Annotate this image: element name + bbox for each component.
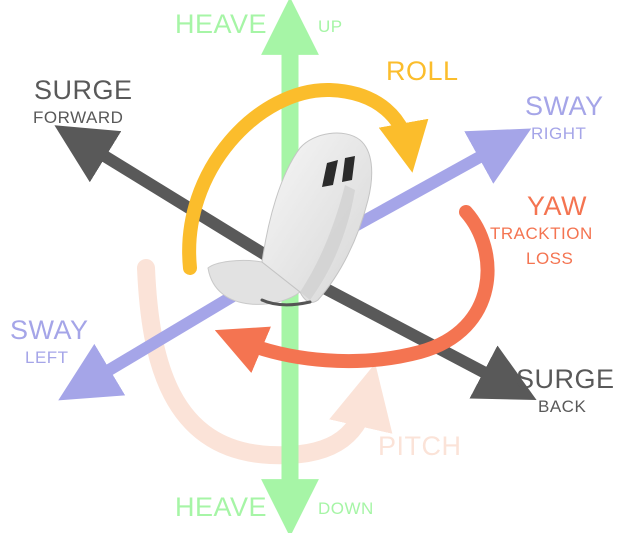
heave-up-label: HEAVE	[175, 9, 268, 39]
sway-right-direction: RIGHT	[531, 124, 587, 143]
pitch-label: PITCH	[378, 431, 462, 461]
sway-left-direction: LEFT	[25, 348, 69, 367]
yaw-label: YAW	[527, 191, 587, 221]
surge-back-label: SURGE	[516, 364, 615, 394]
surge-back-direction: BACK	[538, 397, 587, 416]
yaw-sub-label-2: LOSS	[526, 249, 574, 268]
roll-arrow	[182, 82, 429, 275]
racing-seat-icon	[207, 132, 373, 307]
sway-left-label: SWAY	[10, 315, 89, 345]
surge-forward-label: SURGE	[34, 75, 133, 105]
sway-right-label: SWAY	[525, 91, 604, 121]
heave-up-direction: UP	[318, 17, 343, 36]
yaw-arrow	[214, 205, 495, 374]
surge-forward-direction: FORWARD	[33, 108, 124, 127]
heave-down-direction: DOWN	[318, 499, 374, 518]
roll-label: ROLL	[386, 56, 459, 86]
heave-down-label: HEAVE	[175, 492, 268, 522]
yaw-sub-label-1: TRACKTION	[490, 224, 593, 243]
surge-axis-arrow-forward	[54, 125, 294, 276]
